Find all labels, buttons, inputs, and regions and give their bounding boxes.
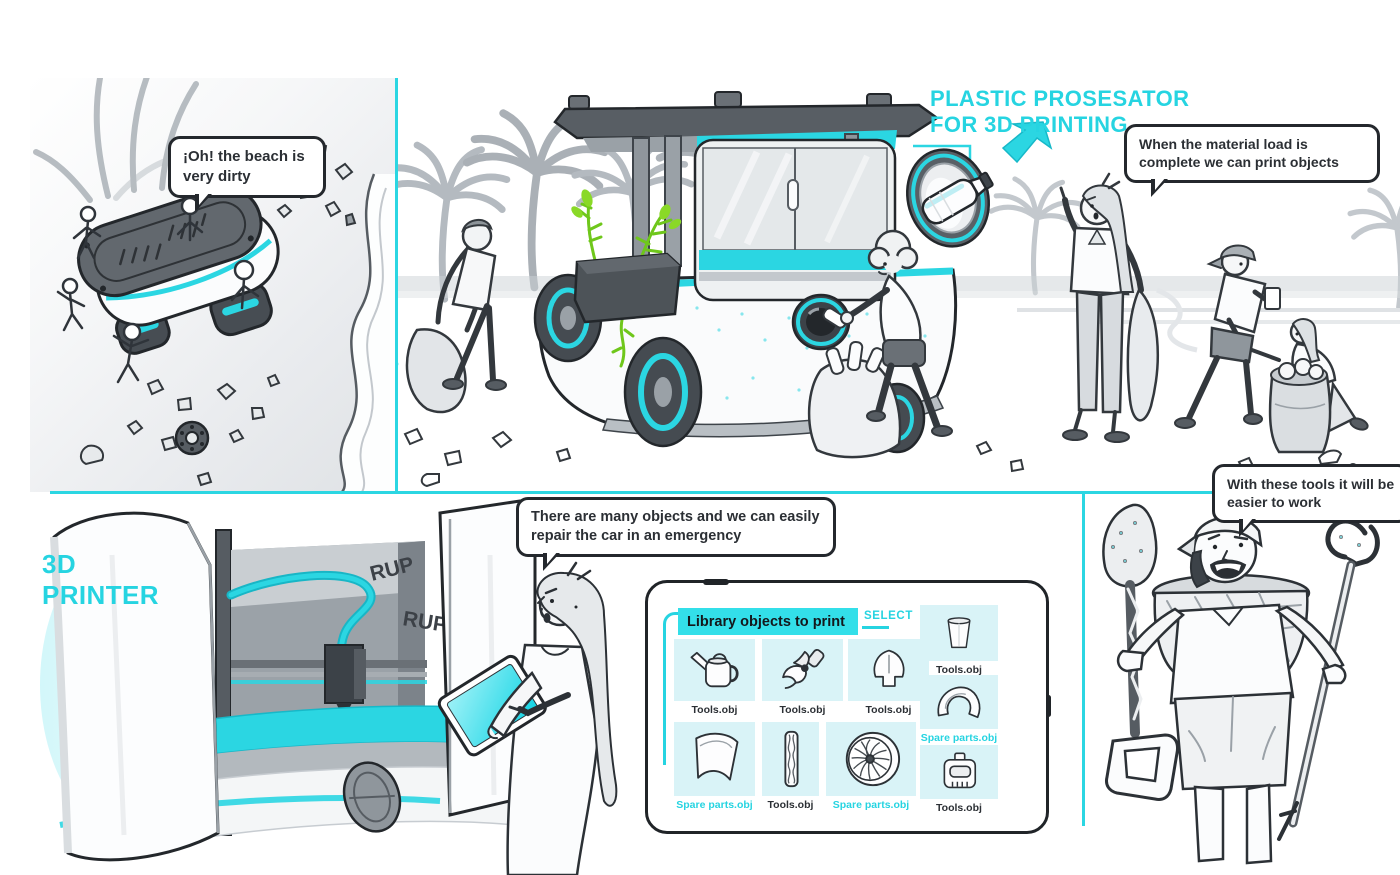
printer-title: 3D PRINTER [42,549,159,610]
library-bracket-line [663,612,680,765]
shovel-blade-icon [848,639,929,701]
port-callout [905,121,1053,248]
operator-hair [536,571,618,807]
cylinder-rod-icon [762,722,819,796]
library-tablet: Library objects to print SELECT Tools.ob… [645,579,1051,834]
vehicle-planter [571,189,682,368]
tablet-camera [703,579,729,585]
hair-patch [1189,549,1211,589]
library-item-body-panel[interactable]: Spare parts.obj [674,722,755,811]
cap [1219,244,1257,262]
panel-divider-horizontal [50,491,1400,494]
shorts [1173,691,1293,791]
trash-sack [1268,358,1332,454]
select-underline [862,626,889,629]
library-item-curved-handle[interactable]: Spare parts.obj [920,675,998,744]
speech-bubble-repair: There are many objects and we can easily… [516,497,836,572]
library-item-cup[interactable]: Tools.obj [920,605,998,676]
canister-icon [920,745,998,799]
speech-bubble-material-load: When the material load is complete we ca… [1124,124,1380,197]
plants [577,198,673,368]
print-head [324,644,366,719]
right-glove [1321,663,1347,685]
library-item-turbine-wheel[interactable]: Spare parts.obj [826,722,916,811]
person-loading-bottle [807,229,953,459]
gear-debris [174,420,210,456]
library-item-canister[interactable]: Tools.obj [920,745,998,814]
long-hair [1081,184,1135,293]
body-panel-icon [674,722,755,796]
plastic-bottle [921,171,994,225]
robot-vents [119,213,207,266]
library-item-watering-can[interactable]: Tools.obj [674,639,755,716]
beach-robot [77,186,280,355]
printer-foot-disc [342,761,402,833]
cup-icon [920,605,998,661]
pruning-shears-icon [762,639,843,701]
speech-bubble-beach: ¡Oh! the beach is very dirty [168,136,326,212]
beach-panel-art [33,78,397,492]
left-glove [1116,649,1145,673]
vehicle-cabin [693,138,897,302]
main-scene-title-line1: PLASTIC PROSESATOR [930,86,1190,111]
plant-leaves [571,189,682,230]
dune-grass [33,78,201,203]
person-tablet-operator [437,561,618,875]
person-bagging [405,219,507,414]
main-scene-art [397,91,1400,488]
printer-base [59,705,533,846]
select-button[interactable]: SELECT [864,610,913,622]
tools-man-art [1102,503,1380,865]
insert-arrow-icon [1001,121,1053,164]
turbine-wheel-icon [826,722,916,796]
speech-bubble-tools: With these tools it will be easier to wo… [1212,464,1400,537]
stick-figures [56,196,260,384]
main-scene-title-line2: FOR 3D PRINTING [930,111,1128,137]
printer-scene-art: RUP RUP [40,499,618,875]
library-item-pruning-shears[interactable]: Tools.obj [762,639,843,716]
carried-bag [1126,287,1159,422]
shoreline [339,173,397,492]
tools-man-body [1116,603,1347,865]
library-item-shovel-blade[interactable]: Tools.obj [848,639,929,716]
curved-handle-icon [920,675,998,729]
printer-title-line1: 3D [42,549,77,579]
watering-can-icon [674,639,755,701]
main-scene-title: PLASTIC PROSESATOR FOR 3D PRINTING [930,86,1189,138]
shovel-tool [1102,503,1179,801]
person-speaking [1059,172,1159,443]
tools-panel-left-border [1082,492,1085,826]
grabber-tool [1277,518,1380,841]
person-with-cup [1174,244,1281,429]
beach-panel-right-border [395,78,398,492]
library-header: Library objects to print [678,608,858,635]
library-item-cylinder-rod[interactable]: Tools.obj [762,722,819,811]
printer-title-line2: PRINTER [42,579,159,610]
tablet-side-button[interactable] [1046,695,1051,717]
